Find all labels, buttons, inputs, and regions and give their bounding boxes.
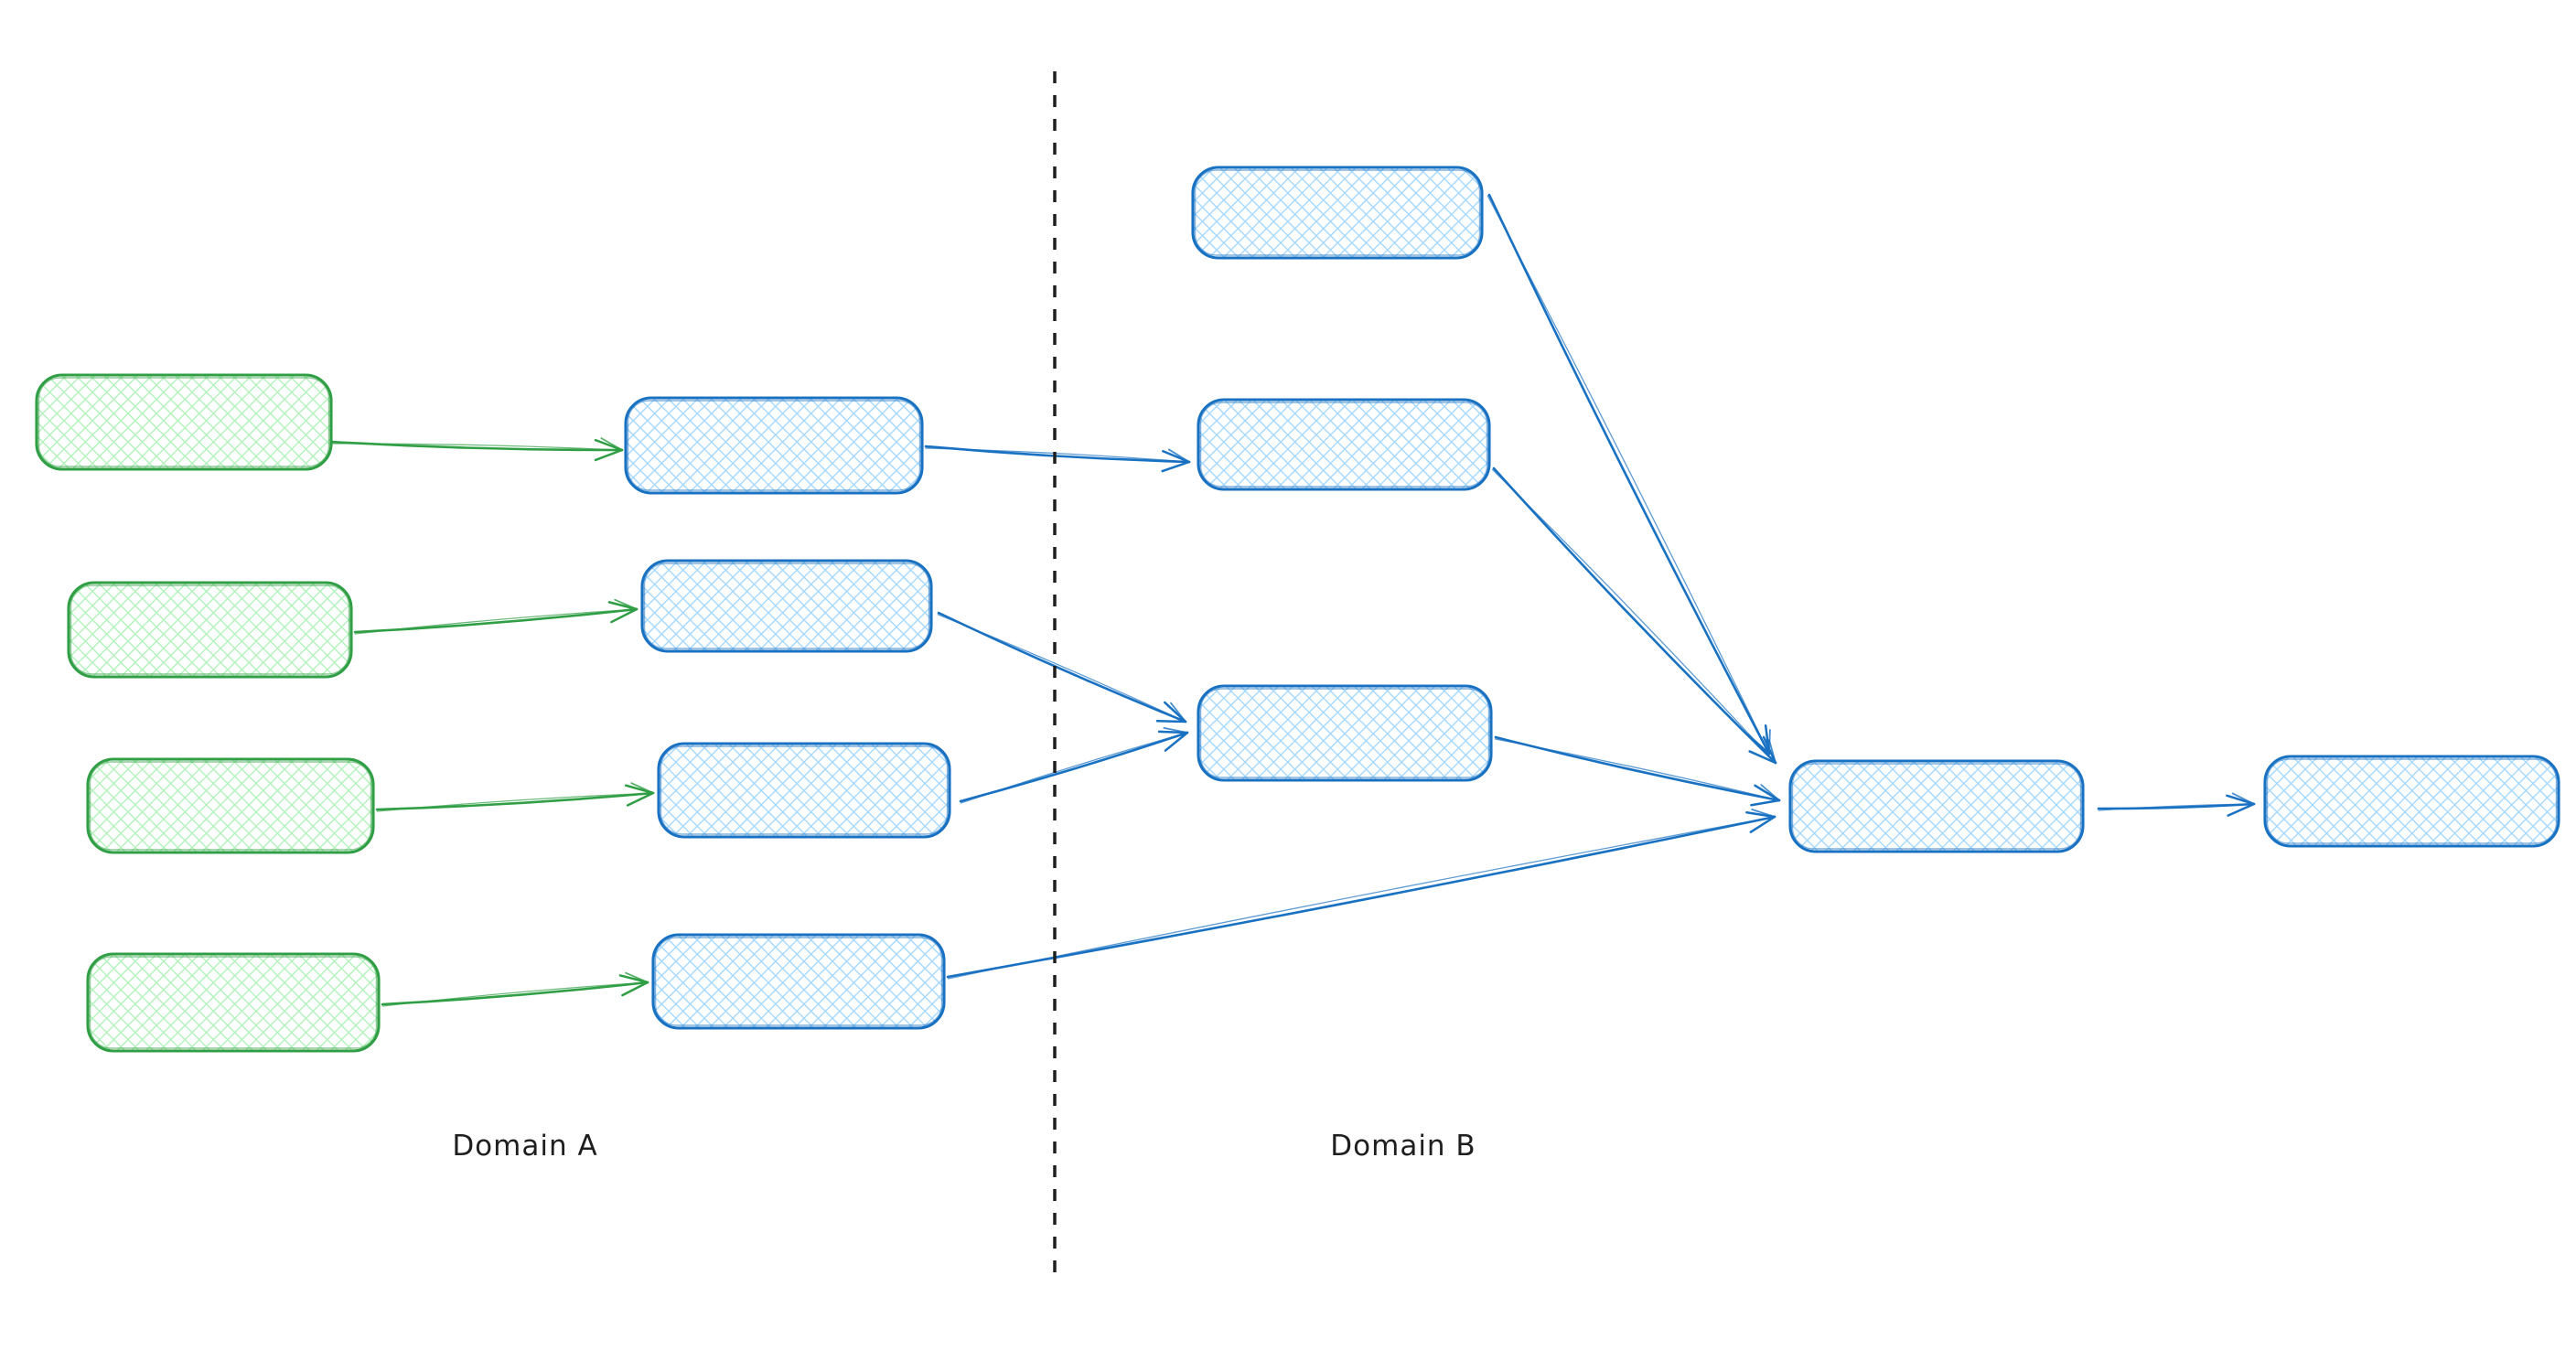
node-da-in-1 <box>35 373 333 471</box>
edge-da-in-1-to-da-proc-1 <box>329 437 624 462</box>
node-da-proc-1 <box>624 396 924 495</box>
edge-da-in-2-to-da-proc-2 <box>353 598 639 635</box>
node-da-proc-2 <box>640 559 933 653</box>
node-db-node-1 <box>1191 166 1484 260</box>
node-db-hub <box>1788 759 2085 853</box>
domain-b-label: Domain B <box>1330 1130 1476 1163</box>
edge-db-node-3-to-db-hub <box>1494 735 1781 807</box>
edge-da-in-4-to-da-proc-4 <box>381 971 649 1007</box>
node-da-in-4 <box>86 952 381 1053</box>
edges-layer <box>329 193 2256 1007</box>
nodes-layer <box>35 166 2560 1053</box>
node-da-proc-4 <box>651 933 946 1030</box>
edge-da-in-3-to-da-proc-3 <box>375 782 655 812</box>
edge-db-hub-to-db-out <box>2097 792 2256 817</box>
edge-db-node-1-to-db-hub <box>1487 193 1771 756</box>
node-db-out <box>2263 755 2560 848</box>
edge-da-proc-4-to-db-hub <box>946 809 1776 980</box>
node-da-proc-3 <box>657 742 951 839</box>
domain-a-label: Domain A <box>452 1130 597 1163</box>
node-db-node-2 <box>1197 398 1491 491</box>
edge-da-proc-1-to-db-node-2 <box>924 445 1191 473</box>
edge-da-proc-3-to-db-node-3 <box>959 727 1189 804</box>
edge-da-proc-2-to-db-node-3 <box>937 611 1187 724</box>
node-db-node-3 <box>1197 684 1493 782</box>
node-da-in-2 <box>67 581 353 679</box>
node-da-in-3 <box>86 757 375 854</box>
edge-db-node-2-to-db-hub <box>1491 466 1777 765</box>
